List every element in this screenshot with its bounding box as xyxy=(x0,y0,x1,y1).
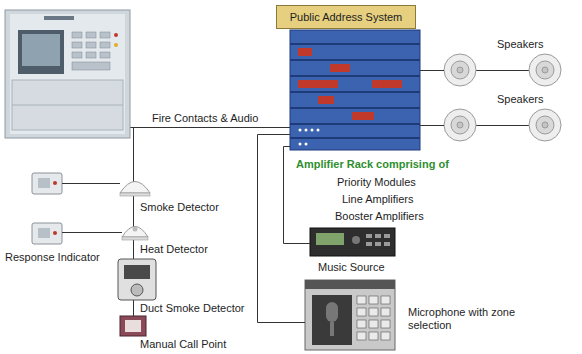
device-label: Microphone with zone selection xyxy=(408,306,518,332)
speaker-label: Speakers xyxy=(497,93,543,106)
response-indicator: Response Indicator xyxy=(32,172,62,245)
response-indicator-icons xyxy=(32,173,62,244)
device-label: Response Indicator xyxy=(5,251,100,264)
music-source-icon xyxy=(310,228,395,256)
connector-line xyxy=(420,125,444,126)
title-text: Public Address System xyxy=(277,6,415,28)
rack-item: Priority Modules xyxy=(337,176,416,189)
speaker-group: Speakers xyxy=(444,54,561,86)
smoke-detector-icon xyxy=(120,182,150,197)
rack-heading: Amplifier Rack comprising of xyxy=(296,158,449,171)
device-label: Manual Call Point xyxy=(140,338,226,351)
device-label: Duct Smoke Detector xyxy=(140,302,245,315)
microphone-console-icon xyxy=(305,280,395,350)
duct-smoke-detector: Duct Smoke Detector xyxy=(118,259,156,300)
manual-call-point-icon xyxy=(120,316,146,336)
amplifier-rack: Amplifier Rack comprising ofPriority Mod… xyxy=(290,30,420,150)
device-label: Smoke Detector xyxy=(140,201,219,214)
heat-detector-icon xyxy=(122,227,148,241)
connector-line xyxy=(62,232,122,233)
smoke-detector: Smoke Detector xyxy=(120,176,150,196)
manual-call-point: Manual Call Point xyxy=(120,316,146,336)
device-label: Music Source xyxy=(318,261,385,274)
microphone-console: Microphone with zone selection xyxy=(305,280,395,350)
speaker-icons xyxy=(444,54,561,141)
rack-item: Line Amplifiers xyxy=(342,193,414,206)
amplifier-rack xyxy=(290,30,420,150)
connector-line xyxy=(420,70,444,71)
heat-detector: Heat Detector xyxy=(122,222,148,241)
speaker-label: Speakers xyxy=(497,38,543,51)
rack-item: Booster Amplifiers xyxy=(335,210,424,223)
device-label: Heat Detector xyxy=(140,243,208,256)
music-source: Music Source xyxy=(310,228,395,256)
fire-panel xyxy=(5,10,130,138)
title-box: Public Address System xyxy=(276,5,416,29)
connector-line xyxy=(62,183,120,184)
signal-label: Fire Contacts & Audio xyxy=(152,112,258,125)
speaker-group: Speakers xyxy=(444,109,561,141)
duct-smoke-detector-icon xyxy=(118,259,156,300)
